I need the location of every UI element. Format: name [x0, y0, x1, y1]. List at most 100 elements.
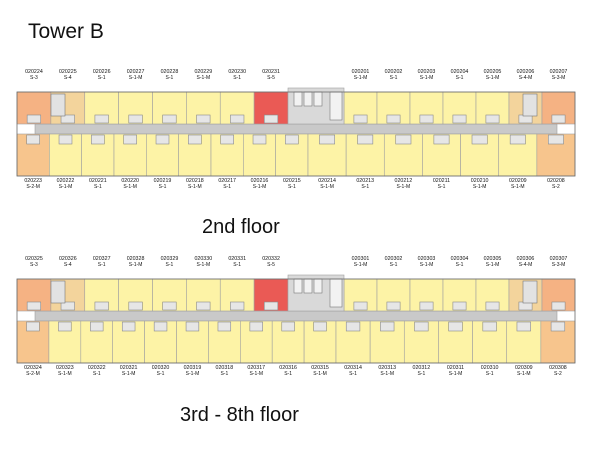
- unit-type: S-2-M: [26, 371, 40, 377]
- bathroom-block: [386, 301, 401, 311]
- unit-number: 020210: [470, 178, 489, 184]
- unit-number: 020331: [228, 256, 247, 262]
- unit-type: S-4-M: [518, 262, 533, 268]
- bathroom-block: [94, 301, 109, 311]
- unit-type: S-1: [165, 75, 174, 81]
- unit-type: S-1-M: [121, 371, 136, 377]
- bathroom-block: [220, 134, 234, 145]
- bathroom-block: [386, 114, 401, 124]
- bathroom-block: [482, 321, 497, 332]
- bathroom-block: [551, 114, 566, 124]
- unit-type: S-1: [361, 184, 370, 190]
- bathroom-block: [547, 134, 564, 145]
- unit-type: S-1-M: [313, 371, 327, 377]
- unit-number: 020314: [344, 365, 362, 371]
- bathroom-block: [185, 321, 200, 332]
- unit-number: 020202: [384, 69, 403, 75]
- bathroom-block: [313, 321, 327, 332]
- bathroom-block: [448, 321, 463, 332]
- unit-number: 020304: [450, 256, 469, 262]
- corridor: [34, 123, 558, 135]
- unit-number: 020315: [311, 365, 329, 371]
- unit-number: 020230: [228, 69, 247, 75]
- unit-number: 020303: [417, 256, 436, 262]
- bathroom-block: [26, 301, 42, 311]
- unit-top: [253, 278, 289, 312]
- unit-number: 020209: [508, 178, 527, 184]
- unit-number: 020313: [378, 365, 397, 371]
- unit-number: 020222: [56, 178, 75, 184]
- bathroom-block: [26, 134, 40, 145]
- unit-type: S-1: [233, 75, 242, 81]
- bathroom-block: [153, 321, 168, 332]
- unit-type: S-1: [437, 184, 446, 190]
- unit-number: 020318: [215, 365, 234, 371]
- unit-type: S-1: [97, 262, 106, 268]
- unit-number: 020215: [282, 178, 301, 184]
- stair-core: [329, 278, 343, 308]
- elevator-shaft: [303, 91, 313, 107]
- bathroom-block: [26, 321, 40, 332]
- elevator-shaft: [293, 91, 303, 107]
- unit-number: 020217: [218, 178, 236, 184]
- unit-type: S-1: [158, 184, 167, 190]
- bathroom-block: [281, 321, 295, 332]
- bathroom-block: [471, 134, 488, 145]
- stair-left: [50, 93, 66, 117]
- unit-type: S-1-M: [516, 371, 531, 377]
- unit-number: 020206: [516, 69, 535, 75]
- unit-type: S-1: [233, 262, 242, 268]
- unit-number: 020225: [58, 69, 77, 75]
- unit-type: S-2: [552, 184, 560, 190]
- unit-type: S-1: [485, 371, 494, 377]
- unit-number: 020308: [549, 365, 567, 371]
- bathroom-block: [196, 114, 211, 124]
- unit-type: S-1-M: [448, 371, 463, 377]
- bathroom-block: [419, 301, 434, 311]
- unit-type: S-1-M: [353, 75, 368, 81]
- building-outline: [16, 278, 576, 364]
- unit-type: S-1-M: [380, 371, 395, 377]
- unit-type: S-1-M: [249, 371, 264, 377]
- bathroom-block: [353, 114, 368, 124]
- unit-number: 020310: [480, 365, 499, 371]
- unit-number: 020219: [153, 178, 172, 184]
- unit-type: S-1-M: [485, 262, 500, 268]
- unit-number: 020325: [25, 256, 43, 262]
- bathroom-block: [263, 301, 279, 311]
- stair-core: [329, 91, 343, 121]
- unit-number: 020216: [250, 178, 269, 184]
- elevator-shaft: [293, 278, 303, 294]
- unit-type: S-1-M: [58, 184, 73, 190]
- unit-number: 020321: [119, 365, 138, 371]
